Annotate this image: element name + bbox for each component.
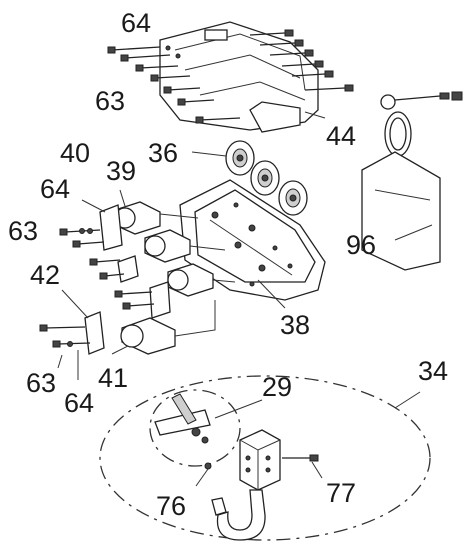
label-64-mid: 64: [40, 174, 70, 204]
latch-detail: [149, 389, 263, 467]
hook: [195, 462, 266, 541]
label-41: 41: [98, 363, 128, 393]
label-64-top: 64: [121, 8, 151, 38]
label-63-bot: 63: [26, 368, 56, 398]
center-plate-assembly: [179, 179, 326, 309]
label-63-mid: 63: [8, 216, 38, 246]
label-96: 96: [346, 230, 376, 260]
label-34: 34: [418, 356, 448, 386]
label-64-bot: 64: [64, 388, 94, 418]
top-side-plate: [159, 21, 319, 133]
leader-44: [304, 111, 326, 119]
label-29: 29: [262, 372, 292, 402]
top-left-bolts: [107, 45, 241, 124]
label-77: 77: [326, 478, 356, 508]
left-brackets: [61, 199, 171, 355]
label-38: 38: [280, 310, 310, 340]
left-bolts: [39, 228, 155, 380]
hanger-ring-tag: [361, 91, 463, 271]
hook-block: [239, 429, 323, 491]
label-40: 40: [60, 138, 90, 168]
hook-assembly-outline: [99, 375, 431, 541]
plate-slot: [204, 29, 228, 41]
label-63-top: 63: [95, 86, 125, 116]
label-36: 36: [148, 138, 178, 168]
part-labels: 64 63 44 36 40 39 64 63 96 42 38 63 41 6…: [8, 8, 448, 521]
top-right-bolts: [249, 29, 354, 92]
label-42: 42: [30, 260, 60, 290]
label-39: 39: [106, 156, 136, 186]
label-44: 44: [326, 121, 356, 151]
sheaves: [191, 140, 308, 216]
label-76: 76: [156, 491, 186, 521]
